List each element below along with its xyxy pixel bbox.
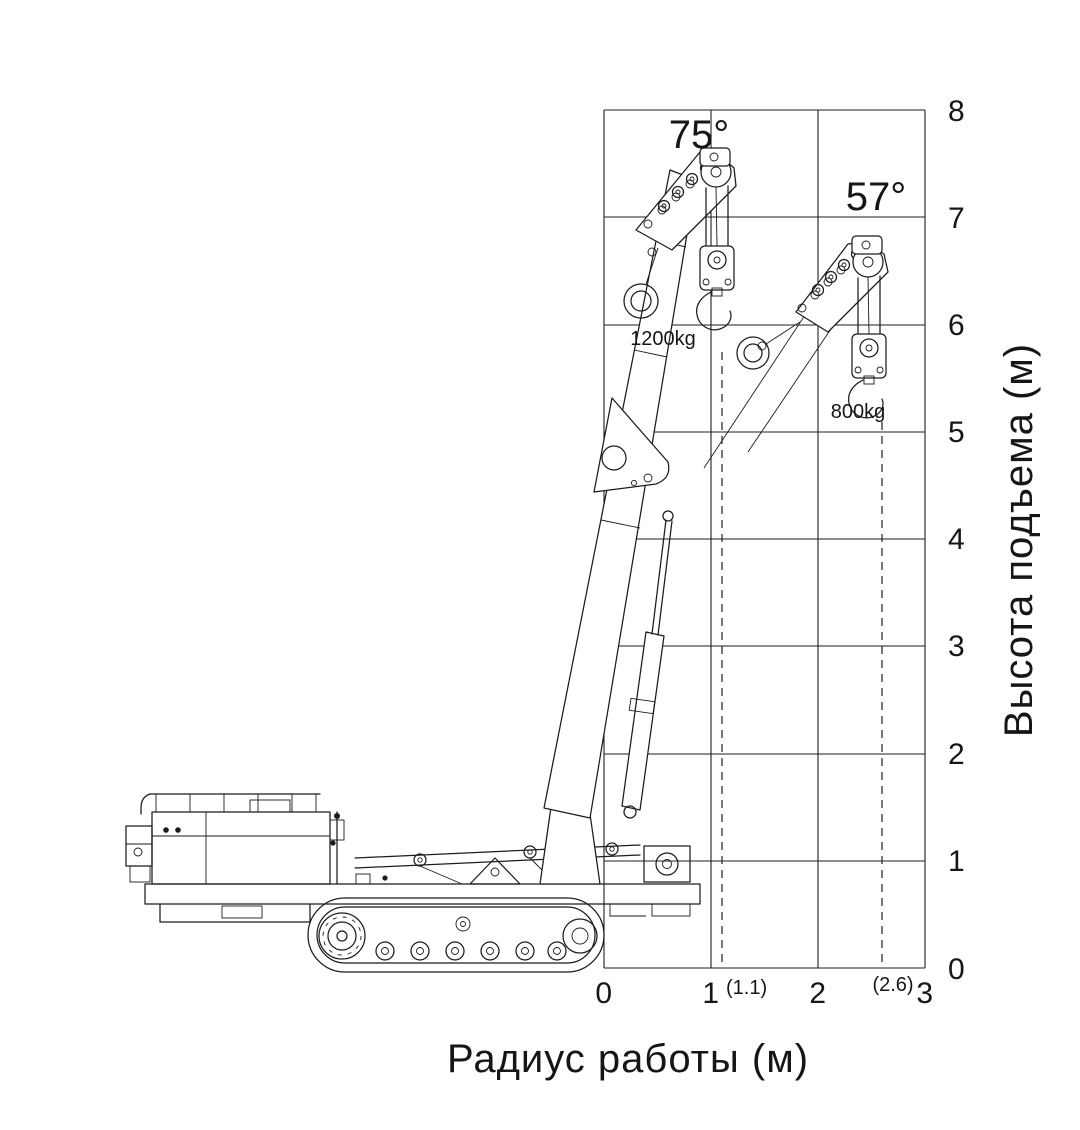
shackle-57 [736, 321, 801, 370]
hydraulic-cylinder [621, 510, 674, 819]
capacity-label-1200: 1200kg [630, 328, 696, 350]
y-axis-ticks: 8 7 6 5 4 3 2 1 0 [948, 95, 965, 986]
hook-block-75 [695, 185, 735, 331]
boom-75 [543, 169, 697, 819]
y-tick-6: 6 [948, 309, 965, 342]
capacity-label-800: 800kg [831, 401, 886, 423]
angle-label-57: 57° [846, 175, 907, 219]
y-tick-5: 5 [948, 416, 965, 449]
y-axis-title: Высота подъема (м) [997, 343, 1041, 737]
x-tick-3: 3 [916, 977, 933, 1010]
chassis-deck [144, 842, 701, 923]
y-tick-2: 2 [948, 738, 965, 771]
x-tick-1: 1 [702, 977, 719, 1010]
x-axis-ticks: 0 1 2 3 (1.1) (2.6) [595, 974, 933, 1010]
boom-head-57 [795, 235, 889, 333]
radius-note-1-1: (1.1) [726, 977, 767, 999]
x-tick-2: 2 [809, 977, 826, 1010]
x-tick-0: 0 [595, 977, 612, 1010]
annotations: 75° 57° 1200kg 800kg [630, 113, 906, 423]
radius-note-2-6: (2.6) [872, 974, 913, 996]
y-tick-1: 1 [948, 845, 965, 878]
y-tick-0: 0 [948, 953, 965, 986]
crawler-track [307, 897, 605, 973]
y-tick-7: 7 [948, 202, 965, 235]
y-tick-8: 8 [948, 95, 965, 128]
machine-body [125, 793, 345, 885]
angle-label-75: 75° [669, 113, 730, 157]
y-tick-4: 4 [948, 523, 965, 556]
y-tick-3: 3 [948, 630, 965, 663]
x-axis-title: Радиус работы (м) [447, 1037, 809, 1081]
crane-illustration [125, 147, 889, 973]
hook-block-57 [847, 275, 887, 419]
shackle-75 [623, 247, 659, 319]
boom-head-75 [635, 147, 737, 251]
